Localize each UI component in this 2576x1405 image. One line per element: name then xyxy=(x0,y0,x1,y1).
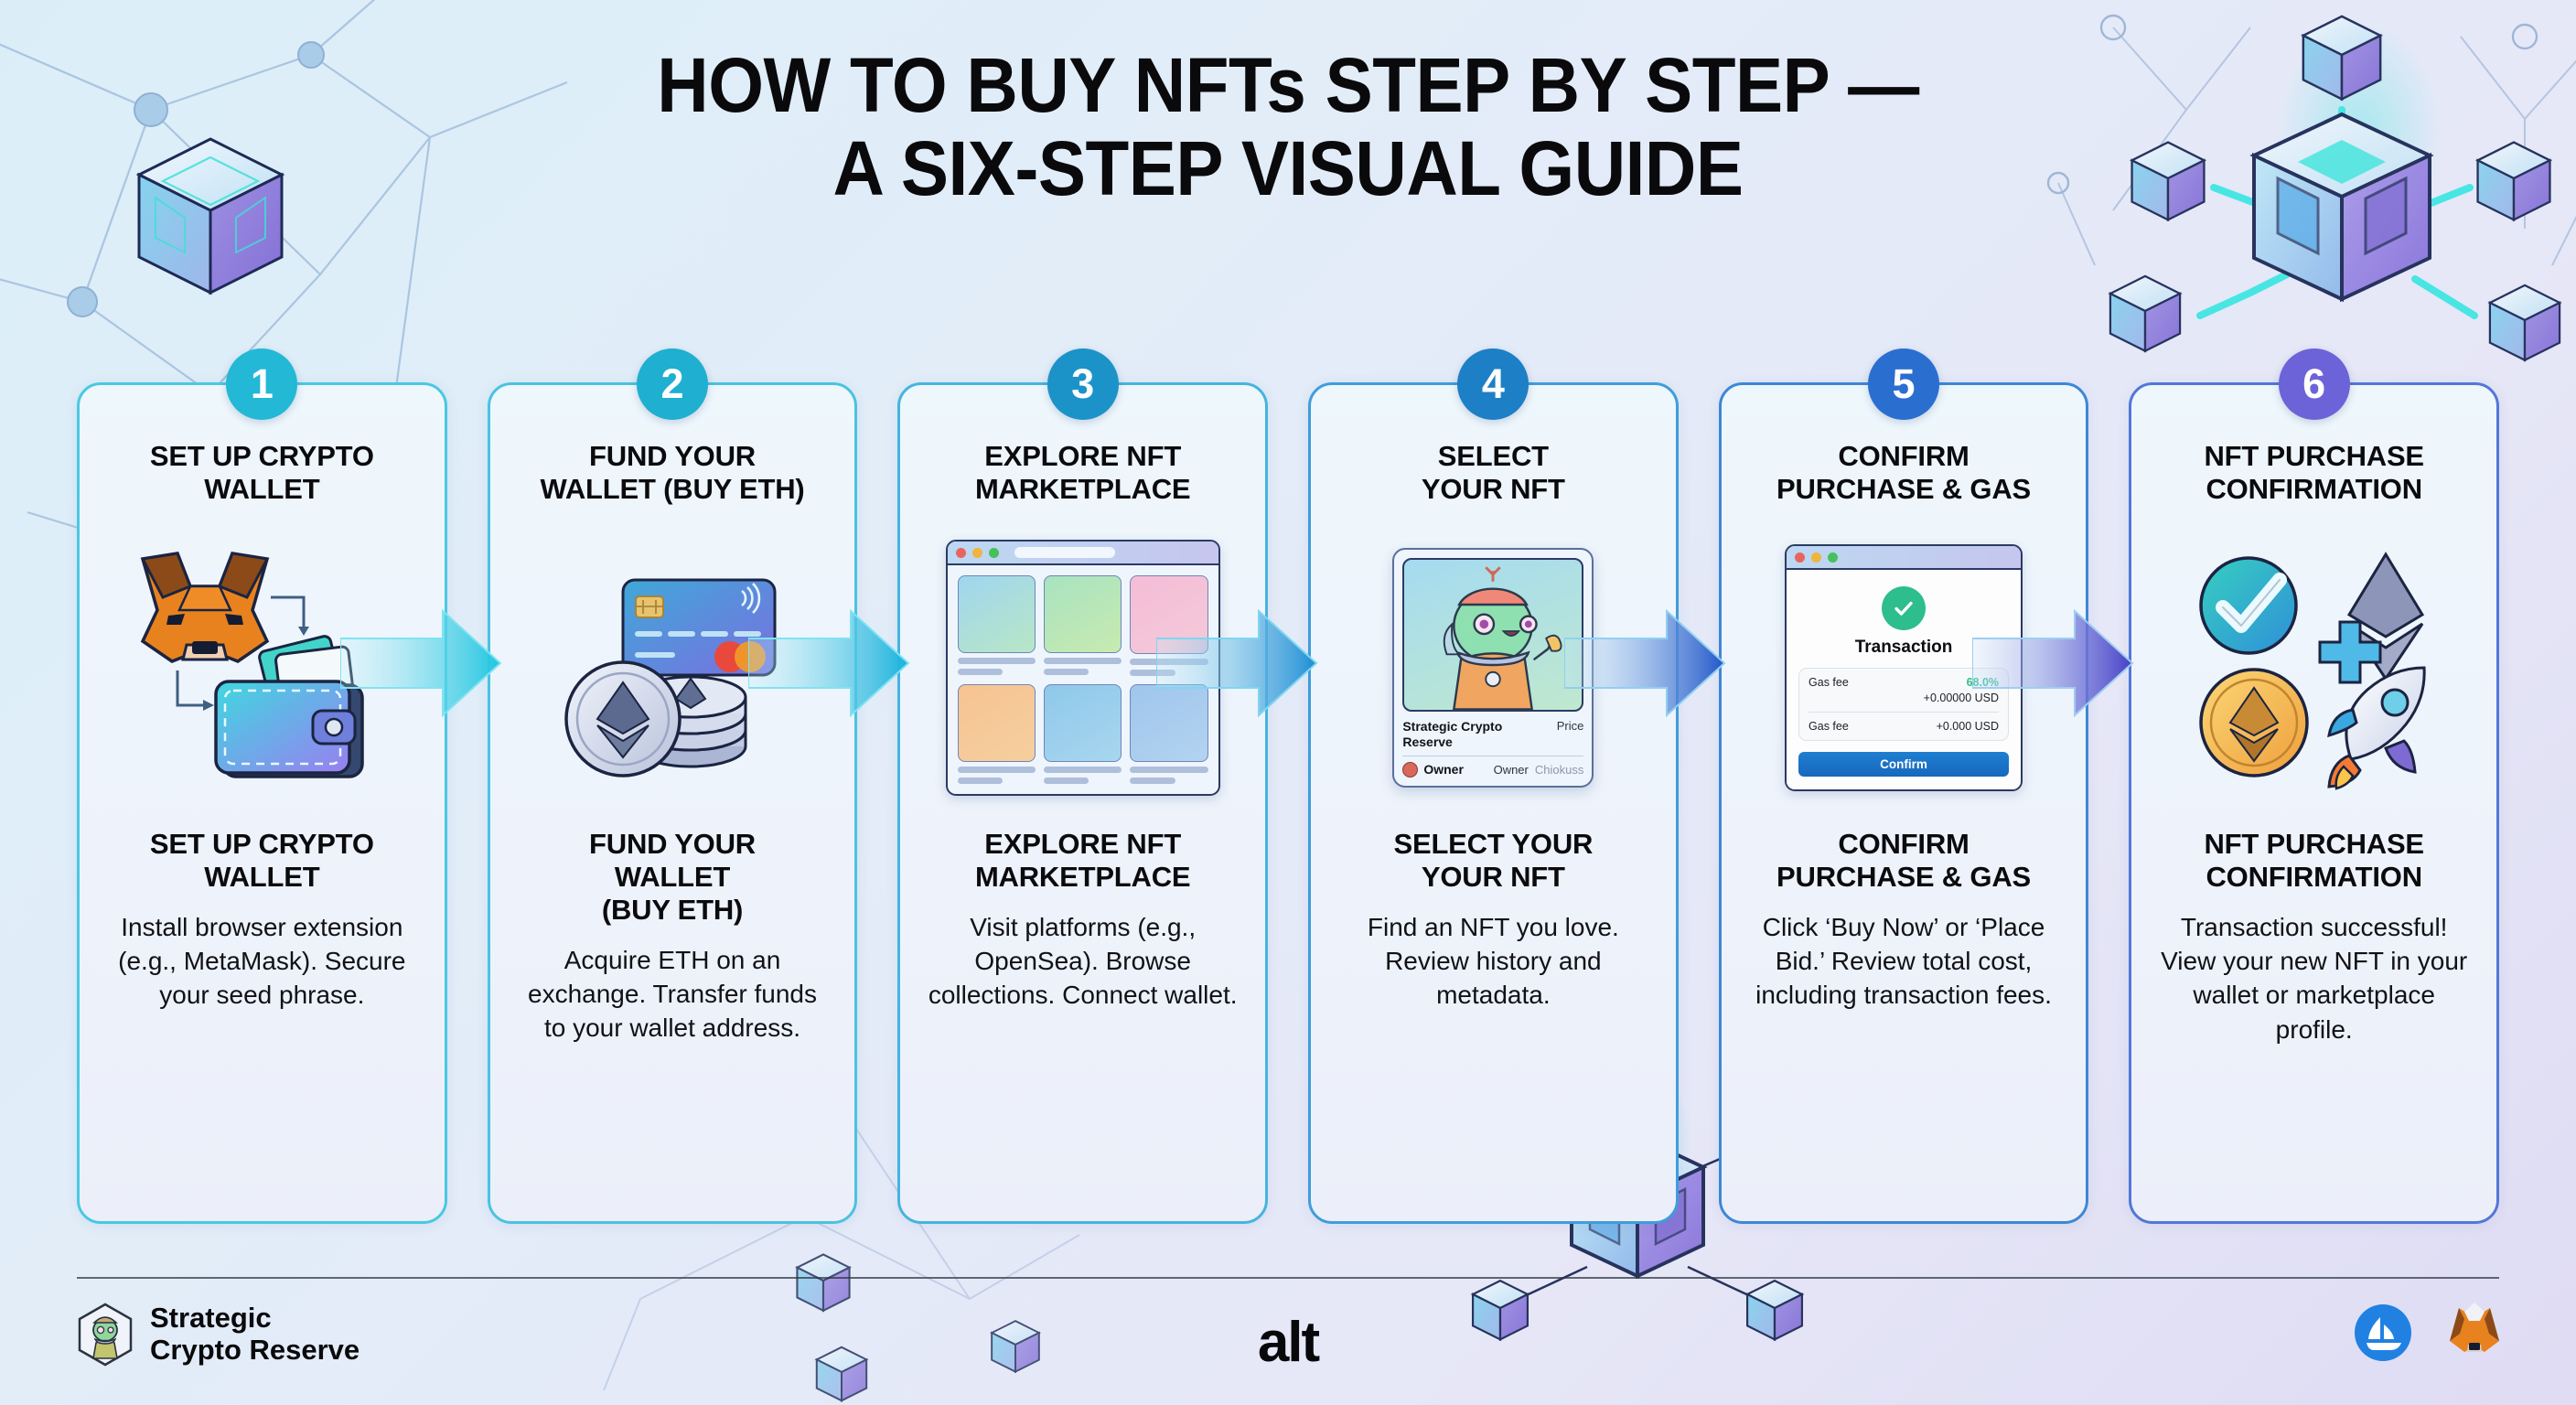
step-badge-3: 3 xyxy=(1046,349,1119,420)
step-body-6: Transaction successful! View your new NF… xyxy=(2161,912,2468,1044)
nft-grid-item[interactable] xyxy=(1130,683,1208,784)
step-heading-top-5: CONFIRM PURCHASE & GAS xyxy=(1776,440,2031,505)
steps-row: 1 SET UP CRYPTO WALLET xyxy=(77,349,2500,1224)
nft-artwork xyxy=(1402,558,1584,713)
footer-icons xyxy=(2353,1301,2508,1365)
opensea-icon[interactable] xyxy=(2353,1303,2413,1363)
step-body-5: Click ‘Buy Now’ or ‘Place Bid.’ Review t… xyxy=(1755,912,2052,1010)
step-badge-4: 4 xyxy=(1457,349,1530,420)
step-art-2 xyxy=(507,522,839,813)
step-heading-top-6: NFT PURCHASE CONFIRMATION xyxy=(2204,440,2424,505)
step-art-1 xyxy=(96,522,428,813)
step-heading-top-2: FUND YOUR WALLET (BUY ETH) xyxy=(540,440,805,505)
window-minimize-dot[interactable] xyxy=(1811,552,1822,563)
alt-logo: alt xyxy=(1257,1311,1320,1374)
step-badge-5: 5 xyxy=(1868,349,1940,420)
step-art-5: Transaction Gas fee 68.0% +0.00000 USD G… xyxy=(1738,522,2070,813)
step-heading-bottom-1: SET UP CRYPTO WALLET xyxy=(149,828,374,893)
divider xyxy=(1809,712,2000,713)
owner-ghost-text: Chiokuss xyxy=(1534,762,1584,777)
success-check-circle-icon xyxy=(2198,556,2298,655)
gas-fee-label-2: Gas fee xyxy=(1809,720,1849,733)
address-bar[interactable] xyxy=(1014,547,1115,559)
owner-avatar xyxy=(1402,761,1419,778)
wallet-icon xyxy=(214,680,365,778)
gold-eth-coin-icon xyxy=(2198,668,2309,778)
browser-titlebar xyxy=(947,542,1218,566)
page-title: HOW TO BUY NFTs STEP BY STEP — A SIX-STE… xyxy=(0,44,2576,209)
step-card-2[interactable]: 2 FUND YOUR WALLET (BUY ETH) xyxy=(487,349,858,1224)
step-art-3 xyxy=(917,522,1249,813)
owner-label: Owner xyxy=(1423,762,1464,778)
eth-coin-stack-icon xyxy=(564,660,747,778)
gas-fee-percent: 68.0% xyxy=(1966,676,2000,689)
step-art-4: Strategic Crypto Reserve Price Owner Own… xyxy=(1327,522,1659,813)
nft-grid-item[interactable] xyxy=(957,683,1036,784)
gas-fee-amount-1: +0.00000 USD xyxy=(1923,692,2000,704)
success-check-icon xyxy=(1882,586,1927,630)
step-body-4: Find an NFT you love. Review history and… xyxy=(1367,912,1619,1010)
step-art-6 xyxy=(2148,522,2480,813)
mastercard-icon xyxy=(714,641,766,672)
window-close-dot[interactable] xyxy=(955,547,966,558)
step-card-4[interactable]: 4 SELECT YOUR NFT xyxy=(1308,349,1679,1224)
brand-name: Strategic Crypto Reserve xyxy=(150,1302,360,1366)
step-badge-6: 6 xyxy=(2278,349,2350,420)
rocket-icon xyxy=(2326,666,2426,790)
step-card-5[interactable]: 5 CONFIRM PURCHASE & GAS Transaction Gas xyxy=(1718,349,2089,1224)
step-body-2: Acquire ETH on an exchange. Transfer fun… xyxy=(528,945,817,1043)
gas-fee-amount-2: +0.000 USD xyxy=(1936,720,2000,733)
step-body-3: Visit platforms (e.g., OpenSea). Browse … xyxy=(928,912,1238,1010)
nft-grid-item[interactable] xyxy=(1044,683,1122,784)
step-card-1[interactable]: 1 SET UP CRYPTO WALLET xyxy=(77,349,447,1224)
metamask-fox-icon xyxy=(141,552,270,663)
step-card-3[interactable]: 3 EXPLORE NFT MARKETPLACE xyxy=(897,349,1269,1224)
title-line-1: HOW TO BUY NFTs STEP BY STEP — xyxy=(657,42,1919,128)
nft-grid xyxy=(948,565,1218,794)
gas-fee-label-1: Gas fee xyxy=(1809,676,1849,689)
brand-hexagon-logo-icon xyxy=(78,1303,133,1367)
step-heading-bottom-5: CONFIRM PURCHASE & GAS xyxy=(1776,828,2031,893)
nft-price-label: Price xyxy=(1556,719,1584,734)
step-heading-top-3: EXPLORE NFT MARKETPLACE xyxy=(974,440,1191,505)
step-heading-bottom-6: NFT PURCHASE CONFIRMATION xyxy=(2204,828,2424,893)
nft-name: Strategic Crypto Reserve xyxy=(1402,719,1503,749)
credit-card-icon xyxy=(621,578,777,677)
nft-grid-item[interactable] xyxy=(1044,575,1122,676)
fee-breakdown: Gas fee 68.0% +0.00000 USD Gas fee +0.00… xyxy=(1798,668,2010,741)
metamask-icon[interactable] xyxy=(2441,1301,2508,1365)
step-card-6[interactable]: 6 NFT PURCHASE CONFIRMATION xyxy=(2129,349,2500,1224)
transaction-title: Transaction xyxy=(1854,638,1953,657)
step-heading-bottom-2: FUND YOUR WALLET (BUY ETH) xyxy=(589,828,756,926)
confirm-button[interactable]: Confirm xyxy=(1798,752,2010,777)
step-heading-bottom-3: EXPLORE NFT MARKETPLACE xyxy=(974,828,1191,893)
plus-icon xyxy=(2318,620,2382,684)
step-body-1: Install browser extension (e.g., MetaMas… xyxy=(118,912,406,1010)
transaction-titlebar xyxy=(1787,546,2022,570)
step-heading-bottom-4: SELECT YOUR YOUR NFT xyxy=(1393,828,1594,893)
window-maximize-dot[interactable] xyxy=(1828,552,1839,563)
transaction-confirm-window[interactable]: Transaction Gas fee 68.0% +0.00000 USD G… xyxy=(1785,544,2023,791)
nft-grid-item[interactable] xyxy=(1130,575,1208,676)
owner-value: Owner xyxy=(1493,762,1529,777)
nft-grid-item[interactable] xyxy=(957,575,1036,676)
window-maximize-dot[interactable] xyxy=(988,547,999,558)
step-badge-2: 2 xyxy=(637,349,708,420)
window-close-dot[interactable] xyxy=(1795,552,1806,563)
footer-divider xyxy=(77,1277,2499,1279)
marketplace-browser-window[interactable] xyxy=(945,540,1220,796)
brand-lockup[interactable]: Strategic Crypto Reserve xyxy=(77,1302,360,1367)
step-heading-top-1: SET UP CRYPTO WALLET xyxy=(149,440,374,505)
step-badge-1: 1 xyxy=(226,349,298,420)
step-heading-top-4: SELECT YOUR NFT xyxy=(1421,440,1565,505)
window-minimize-dot[interactable] xyxy=(971,547,982,558)
title-line-2: A SIX-STEP VISUAL GUIDE xyxy=(832,124,1744,211)
nft-detail-card[interactable]: Strategic Crypto Reserve Price Owner Own… xyxy=(1392,548,1594,788)
footer: Strategic Crypto Reserve alt xyxy=(0,1290,2576,1400)
